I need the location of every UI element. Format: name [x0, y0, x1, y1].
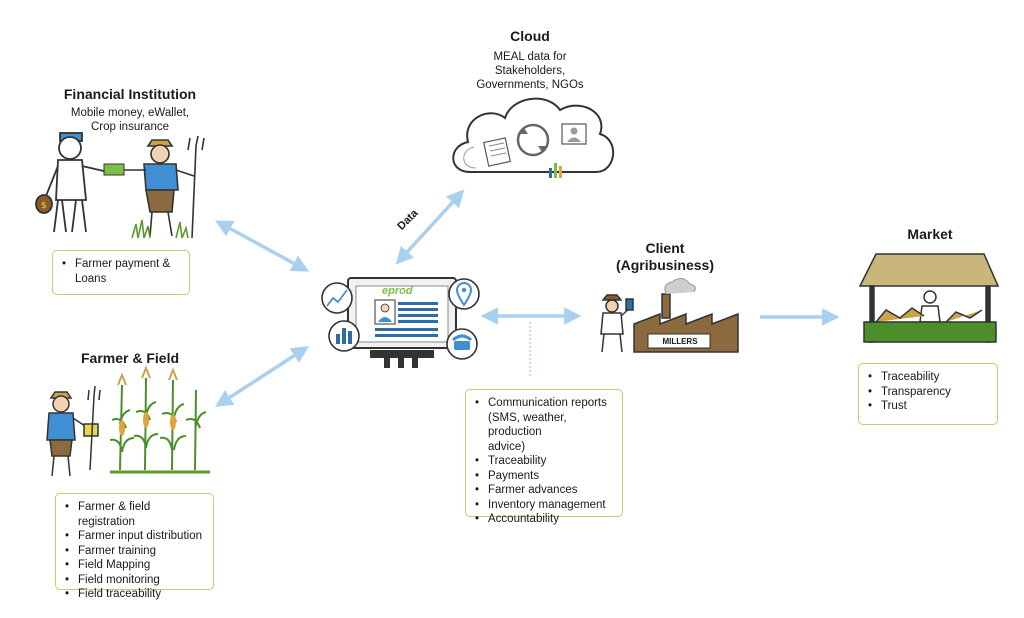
market-item: Traceability	[868, 370, 989, 385]
farmer-box: Farmer & field registration Farmer input…	[55, 493, 214, 601]
arrow-farmer-center	[215, 346, 309, 407]
cloud-title: Cloud	[510, 28, 550, 44]
cloud-subtitle-line: Stakeholders,	[494, 65, 566, 77]
center-item: Traceability	[475, 454, 614, 469]
farmer-item: Farmer training	[65, 544, 205, 559]
farmer-title: Farmer & Field	[80, 350, 180, 366]
farmer-item: Farmer & field registration	[65, 500, 205, 529]
location-pin-bubble-icon	[448, 278, 480, 310]
farmer-item: Field monitoring	[65, 573, 205, 588]
field-farmer	[46, 385, 101, 477]
grass-tuft	[131, 219, 189, 239]
cloud-subtitle: MEAL data for Stakeholders, Governments,…	[450, 50, 610, 92]
center-item-line: Communication reports	[488, 397, 607, 409]
financial-box: Farmer payment & Loans	[52, 250, 190, 295]
maize-crops	[109, 365, 210, 474]
cloud-illustration	[452, 97, 615, 178]
millers-sign: MILLERS	[662, 337, 698, 346]
client-title-line: Client	[645, 240, 685, 256]
financial-item-line: Loans	[75, 272, 107, 285]
money-note-icon	[103, 163, 125, 176]
center-item-line: advice)	[488, 440, 526, 453]
center-item: Communication reports (SMS, weather, pro…	[475, 396, 614, 454]
financial-subtitle-line: Mobile money, eWallet,	[70, 107, 190, 119]
client-title-line: (Agribusiness)	[615, 257, 714, 273]
financial-item-line: Farmer payment &	[75, 258, 171, 270]
market-item: Trust	[868, 399, 989, 414]
market-box: Traceability Transparency Trust	[858, 363, 998, 425]
center-item: Accountability	[475, 512, 614, 527]
client-title: Client (Agribusiness)	[610, 240, 720, 274]
line-chart-bubble-icon	[321, 282, 353, 314]
arrow-financial-center	[214, 220, 310, 272]
center-item: Payments	[475, 469, 614, 484]
center-item-line: (SMS, weather, production	[488, 411, 567, 439]
cloud-subtitle-line: MEAL data for	[493, 51, 567, 63]
financial-subtitle: Mobile money, eWallet, Crop insurance	[40, 106, 220, 134]
financial-title: Financial Institution	[63, 86, 197, 102]
center-item: Inventory management	[475, 498, 614, 513]
market-item: Transparency	[868, 385, 989, 400]
eprod-logo: eprod	[382, 285, 413, 297]
farmer-item: Field Mapping	[65, 558, 205, 573]
eprod-device	[347, 277, 457, 368]
phone-bubble-icon	[446, 328, 478, 360]
market-title: Market	[907, 226, 953, 242]
farmer-item: Field traceability	[65, 587, 205, 602]
banker-figure: $	[35, 132, 109, 233]
arrow-cloud-center	[395, 189, 465, 265]
millers-factory	[633, 278, 739, 353]
farmer-item: Farmer input distribution	[65, 529, 205, 544]
financial-item: Farmer payment & Loans	[62, 257, 181, 286]
center-item: Farmer advances	[475, 483, 614, 498]
farmer-with-pitchfork	[124, 135, 205, 239]
bar-chart-bubble-icon	[328, 320, 360, 352]
market-stall	[858, 253, 1000, 343]
financial-subtitle-line: Crop insurance	[91, 121, 169, 133]
center-box: Communication reports (SMS, weather, pro…	[465, 389, 623, 526]
client-person	[600, 294, 634, 353]
svg-text:$: $	[41, 201, 47, 211]
cloud-subtitle-line: Governments, NGOs	[476, 79, 584, 91]
